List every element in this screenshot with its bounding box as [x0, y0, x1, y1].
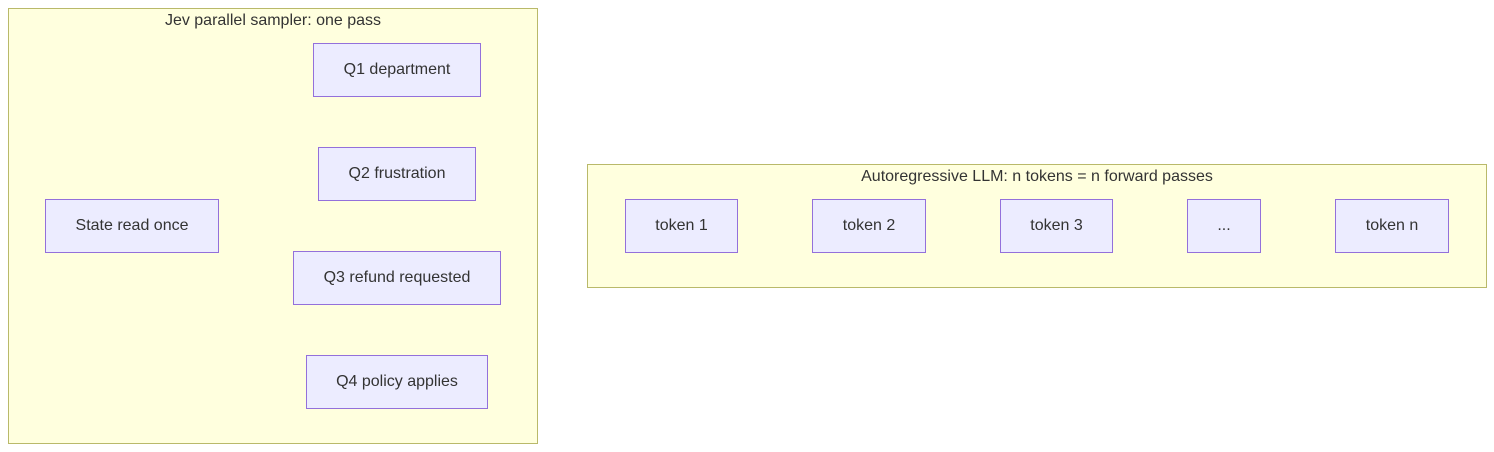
q2-frustration-node: Q2 frustration — [318, 147, 476, 201]
autoregressive-title: Autoregressive LLM: n tokens = n forward… — [861, 168, 1213, 185]
token-n-node: token n — [1335, 199, 1449, 253]
token-2-node: token 2 — [812, 199, 926, 253]
q4-policy-applies-node: Q4 policy applies — [306, 355, 488, 409]
q1-department-node: Q1 department — [313, 43, 481, 97]
token-1-node: token 1 — [625, 199, 738, 253]
state-read-once-node: State read once — [45, 199, 219, 253]
token-3-node: token 3 — [1000, 199, 1113, 253]
q3-refund-requested-node: Q3 refund requested — [293, 251, 501, 305]
token-ellipsis-node: ... — [1187, 199, 1261, 253]
parallel-sampler-title: Jev parallel sampler: one pass — [164, 12, 382, 29]
